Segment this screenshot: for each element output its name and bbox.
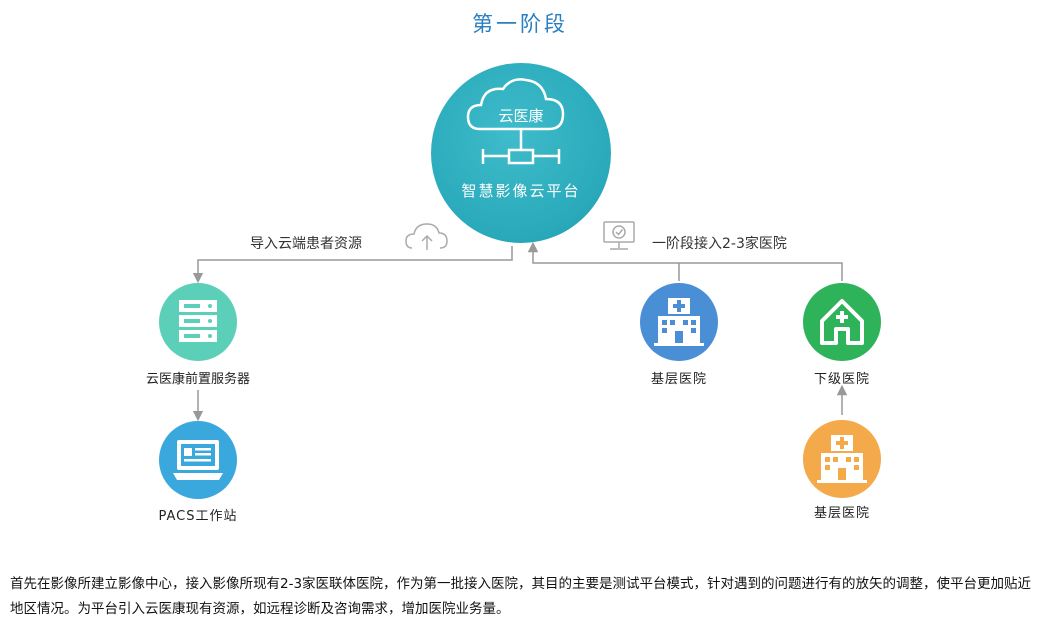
basic-hospital-1-node: [640, 283, 718, 361]
lower-hospital-label: 下级医院: [813, 372, 870, 387]
basic-hospital-2-node: [803, 420, 881, 498]
server-node: [159, 283, 237, 361]
monitor-check-icon: [603, 221, 635, 250]
hospital-building-icon: [817, 435, 867, 483]
description-text: 首先在影像所建立影像中心，接入影像所现有2-3家医联体医院，作为第一批接入医院，…: [10, 576, 1032, 617]
cloud-upload-icon: [405, 223, 448, 250]
left-flow-label: 导入云端患者资源: [250, 236, 362, 252]
basic-hospital-2-label: 基层医院: [813, 506, 870, 521]
right-flow-line: [533, 247, 843, 281]
platform-cloud-label: 云医康: [498, 107, 544, 125]
hospital-building-icon: [654, 298, 704, 346]
platform-circle: [431, 63, 611, 243]
pacs-label: PACS工作站: [158, 509, 238, 524]
platform-label: 智慧影像云平台: [461, 182, 581, 200]
pacs-node: [159, 421, 237, 499]
left-flow-line: [192, 246, 513, 284]
home-cross-icon: [820, 299, 864, 345]
server-rack-icon: [179, 300, 217, 342]
computer-monitor-icon: [173, 440, 223, 480]
right-flow-label: 一阶段接入2-3家医院: [652, 236, 787, 252]
basic-hospital-1-label: 基层医院: [650, 372, 707, 387]
lower-hospital-node: [803, 283, 881, 361]
cloud-network-icon: [466, 78, 565, 165]
page-title: 第一阶段: [472, 12, 568, 36]
server-label: 云医康前置服务器: [145, 372, 250, 387]
